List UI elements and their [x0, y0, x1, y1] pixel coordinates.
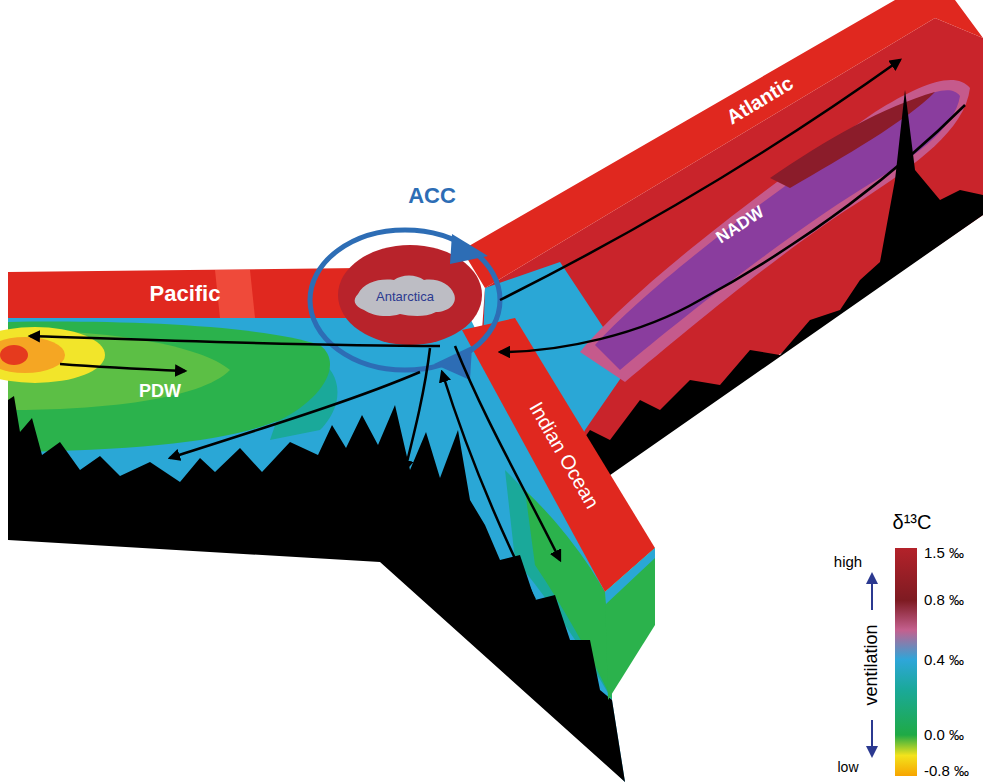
- scale-end-label: low: [837, 760, 858, 775]
- scale-end-label: high: [834, 554, 862, 571]
- flow-arrows: [30, 60, 965, 600]
- current-label: ACC: [408, 184, 456, 208]
- colour-bar-title: δ¹³C: [893, 511, 932, 533]
- tick-label: 0.0 ‰: [924, 727, 964, 744]
- water-mass-label: PDW: [139, 382, 181, 402]
- acc-arrow: [310, 230, 500, 380]
- axis-label: ventilation: [862, 624, 882, 705]
- tick-label: 0.8 ‰: [924, 592, 964, 609]
- continent-name: Antarctica: [376, 289, 434, 304]
- ocean-name: Pacific: [150, 282, 221, 306]
- tick-label: -0.8 ‰: [924, 763, 969, 780]
- continent-shape: Antarctica: [350, 272, 460, 320]
- tick-label: 0.4 ‰: [924, 652, 964, 669]
- tick-label: 1.5 ‰: [924, 545, 964, 562]
- pacific-indian-section: [0, 268, 655, 782]
